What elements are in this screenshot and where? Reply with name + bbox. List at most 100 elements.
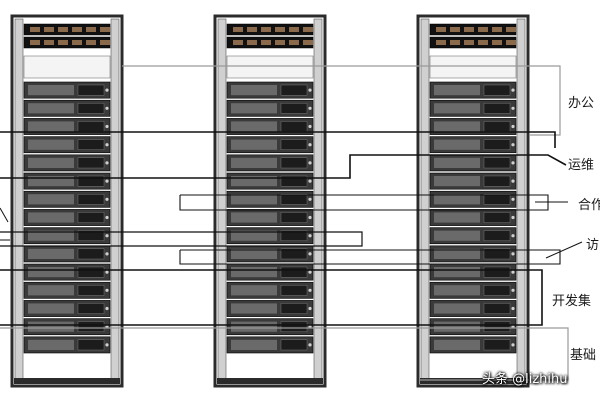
server-led — [308, 270, 312, 274]
server-panel — [280, 139, 308, 151]
server-drive-bay — [231, 285, 277, 296]
server-led — [511, 88, 515, 92]
server-led — [511, 234, 515, 238]
connection-line — [0, 269, 543, 326]
server-panel — [280, 175, 308, 187]
label-office: 办公 — [568, 96, 595, 111]
server-led — [308, 143, 312, 147]
port — [492, 27, 502, 32]
connection-line — [0, 207, 9, 223]
server-led — [105, 197, 109, 201]
server-drive-bay — [231, 230, 277, 241]
server-led — [308, 306, 312, 311]
blank-panel — [429, 55, 517, 79]
server-led — [105, 343, 109, 347]
server-panel — [77, 84, 105, 96]
server-panel — [280, 84, 308, 96]
server-drive-bay — [434, 230, 480, 241]
server-led — [105, 143, 109, 147]
server-panel — [280, 193, 308, 205]
port — [464, 40, 474, 45]
server-drive-bay — [28, 267, 74, 278]
server-led — [511, 143, 515, 147]
server-led — [511, 197, 515, 201]
server-led — [308, 179, 312, 183]
server-panel — [77, 321, 105, 333]
server-panel — [280, 285, 308, 296]
blank-panel — [23, 55, 111, 79]
server-led — [511, 343, 515, 347]
server-led — [308, 252, 312, 256]
port — [233, 27, 243, 32]
server-led — [105, 270, 109, 274]
server-drive-bay — [28, 212, 74, 223]
server-drive-bay — [231, 176, 277, 187]
server-led — [105, 234, 109, 238]
server-panel — [77, 139, 105, 151]
connection-line — [0, 231, 363, 247]
label-access: 访 — [586, 238, 600, 253]
server-panel — [483, 303, 511, 314]
port — [506, 27, 516, 32]
label-base: 基础 — [570, 348, 597, 363]
server-led — [105, 252, 109, 256]
port — [436, 27, 446, 32]
rack-3 — [416, 14, 530, 388]
label-dev-cluster: 开发集 — [552, 294, 592, 309]
server-drive-bay — [28, 285, 74, 296]
server-panel — [483, 321, 511, 333]
port — [289, 40, 299, 45]
server-drive-bay — [231, 321, 277, 332]
server-drive-bay — [434, 85, 480, 96]
connection-line — [122, 65, 561, 136]
port — [289, 27, 299, 32]
server-panel — [483, 230, 511, 242]
server-panel — [280, 121, 308, 132]
port — [261, 40, 271, 45]
server-panel — [77, 266, 105, 278]
server-drive-bay — [434, 103, 480, 114]
server-drive-bay — [434, 194, 480, 205]
server-drive-bay — [434, 139, 480, 150]
server-panel — [77, 285, 105, 296]
server-drive-bay — [434, 303, 480, 314]
label-ops: 运维 — [568, 158, 595, 173]
server-panel — [280, 339, 308, 351]
server-led — [105, 288, 109, 292]
server-led — [308, 234, 312, 238]
server-led — [511, 124, 515, 129]
port — [464, 27, 474, 32]
server-drive-bay — [434, 157, 480, 168]
server-drive-bay — [231, 157, 277, 168]
port — [44, 27, 54, 32]
rack-1 — [10, 14, 124, 388]
server-panel — [280, 266, 308, 278]
port — [478, 40, 488, 45]
server-panel — [483, 212, 511, 223]
server-drive-bay — [231, 121, 277, 132]
server-drive-bay — [231, 139, 277, 150]
rack-base — [14, 378, 120, 384]
port — [275, 40, 285, 45]
server-drive-bay — [28, 157, 74, 168]
server-led — [308, 106, 312, 110]
server-led — [511, 161, 515, 165]
port — [303, 40, 313, 45]
port — [58, 40, 68, 45]
server-panel — [280, 230, 308, 242]
server-panel — [77, 121, 105, 132]
server-led — [308, 124, 312, 129]
rack-base — [217, 378, 323, 384]
server-panel — [280, 303, 308, 314]
server-led — [511, 252, 515, 256]
port — [100, 40, 110, 45]
port — [450, 40, 460, 45]
port — [72, 27, 82, 32]
server-led — [308, 88, 312, 92]
server-panel — [483, 248, 511, 260]
racks-group — [10, 14, 530, 388]
watermark: 头条 @lizhihu — [482, 372, 568, 387]
server-panel — [483, 121, 511, 132]
server-led — [105, 124, 109, 129]
port — [275, 27, 285, 32]
